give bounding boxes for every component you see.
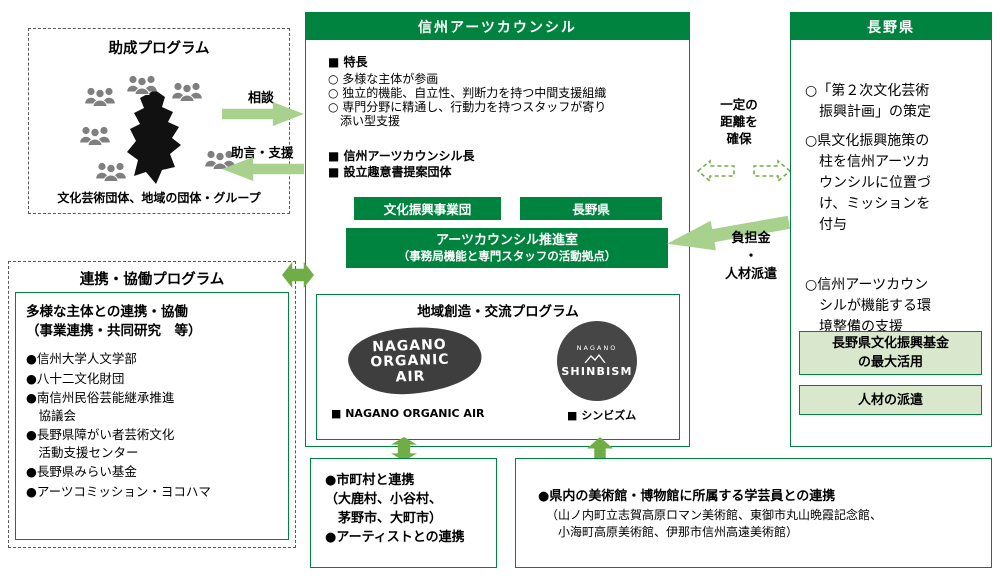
office-line-1: アーツカウンシル推進室 (436, 233, 578, 248)
noa-blob-icon (348, 327, 482, 395)
council-item-1: ■ 信州アーツカウンシル長 (328, 149, 475, 163)
grant-caption: 文化芸術団体、地域の団体・グループ (57, 191, 261, 205)
pref-point-2: ○県文化振興施策の 柱を信州アーツカ ウンシルに位置づ け、ミッションを 付与 (805, 133, 931, 233)
pref-box: 長野県 ○「第２次文化芸術 振興計画」の策定 ○県文化振興施策の 柱を信州アーツ… (790, 12, 992, 447)
collab-item: ●信州大学人文学部 (26, 351, 137, 366)
grant-program-box: 助成プログラム 文化芸術団体、地域の団体・グループ (28, 28, 290, 214)
collab-item: ●南信州民俗芸能継承推進 協議会 (26, 390, 175, 423)
collab-inner-box: 多様な主体との連携・協働 （事業連携・共同研究 等） ●信州大学人文学部 ●八十… (15, 292, 289, 540)
museum-line-2: （山ノ内町立志賀高原ロマン美術館、東御市丸山晩霞記念館、 小海町高原美術館、伊那… (546, 508, 883, 539)
collab-item: ●アーツコミッション・ヨコハマ (26, 483, 211, 499)
council-item-2: ■ 設立趣意書提案団体 (328, 165, 452, 179)
office-line-2: （事務局機能と専門スタッフの活動拠点） (397, 249, 617, 263)
collab-item: ●長野県障がい者芸術文化 活動支援センター (26, 427, 175, 460)
people-group-icon (95, 162, 127, 182)
people-group-icon (79, 126, 111, 146)
org-box-nagano-pref: 長野県 (520, 197, 662, 220)
council-header: 信州アーツカウンシル (306, 13, 689, 40)
nagano-map-icon (127, 90, 181, 184)
distance-dashed-arrows-icon (696, 159, 792, 183)
people-group-icon (126, 75, 158, 95)
council-box: 信州アーツカウンシル ■ 特長 ○ 多様な主体が参画 ○ 独立的機能、自立性、判… (305, 12, 690, 447)
shinbism-logo: NAGANO SHINBISM (557, 321, 637, 401)
museum-line-1: ●県内の美術館・博物館に所属する学芸員との連携 (538, 489, 836, 504)
advice-label: 助言・支援 (231, 145, 294, 160)
pref-point-1: ○「第２次文化芸術 振興計画」の策定 (805, 83, 931, 120)
council-feature: ○ 独立的機能、自立性、判断力を持つ中間支援組織 (328, 86, 607, 100)
regional-program-title: 地域創造・交流プログラム (417, 304, 579, 320)
collab-subtitle-2: （事業連携・共同研究 等） (26, 323, 202, 339)
collab-program-box: 連携・協働プログラム 多様な主体との連携・協働 （事業連携・共同研究 等） ●信… (8, 261, 296, 548)
mountain-icon (584, 354, 606, 363)
museum-box: ●県内の美術館・博物館に所属する学芸員との連携 （山ノ内町立志賀高原ロマン美術館… (515, 458, 992, 568)
pref-point-3: ○信州アーツカウン シルが機能する環 境整備の支援 (805, 277, 931, 335)
people-group-icon (171, 82, 203, 102)
shinbism-main-text: SHINBISM (561, 365, 633, 378)
council-feature: ○ 専門分野に精通し、行動力を持つスタッフが寄り 添い型支援 (328, 100, 607, 128)
dispatch-box: 人材の派遣 (799, 385, 982, 415)
fund-box: 長野県文化振興基金 の最大活用 (799, 331, 982, 375)
municipal-box: ●市町村と連携 （大鹿村、小谷村、 茅野市、大町市） ●アーティストとの連携 (310, 458, 497, 568)
council-features-header: ■ 特長 (328, 55, 368, 69)
noa-logo: NAGANO ORGANIC AIR (335, 323, 485, 401)
collab-item: ●長野県みらい基金 (26, 464, 137, 479)
org-box-bunka-shinko: 文化振興事業団 (354, 197, 501, 220)
collab-title: 連携・協働プログラム (79, 272, 225, 288)
municipal-text: ●市町村と連携 （大鹿村、小谷村、 茅野市、大町市） ●アーティストとの連携 (325, 473, 465, 545)
shinbism-label: ■ シンビズム (567, 409, 637, 422)
consult-label: 相談 (248, 91, 275, 106)
pref-header: 長野県 (791, 13, 991, 40)
distance-label: 一定の 距離を 確保 (720, 97, 758, 146)
noa-logo-text: NAGANO ORGANIC AIR (370, 336, 450, 386)
noa-label: ■ NAGANO ORGANIC AIR (331, 407, 485, 420)
council-feature: ○ 多様な主体が参画 (328, 72, 439, 86)
collab-subtitle-1: 多様な主体との連携・協働 (26, 304, 188, 320)
regional-program-box: 地域創造・交流プログラム NAGANO ORGANIC AIR ■ NAGANO… (316, 294, 680, 440)
collab-item: ●八十二文化財団 (26, 370, 125, 386)
people-group-icon (84, 87, 116, 107)
grant-program-title: 助成プログラム (108, 41, 210, 57)
promotion-office-box: アーツカウンシル推進室 （事務局機能と専門スタッフの活動拠点） (346, 228, 668, 268)
burden-label: 負担金 ・ 人材派遣 (724, 231, 777, 282)
shinbism-top-text: NAGANO (576, 344, 618, 352)
